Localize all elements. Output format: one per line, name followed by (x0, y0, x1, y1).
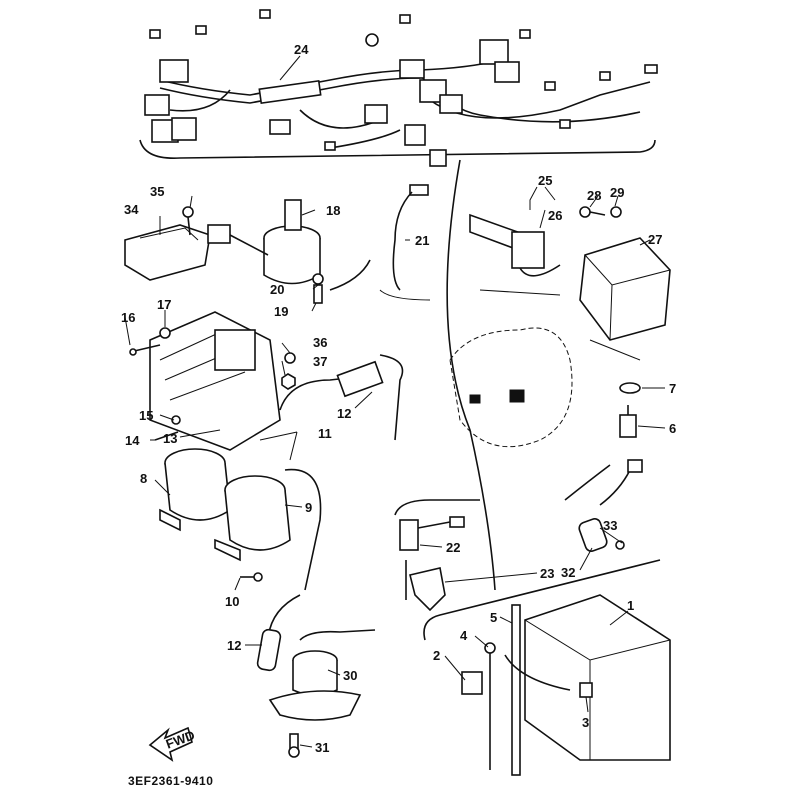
label-4: 4 (460, 628, 468, 643)
label-10: 10 (225, 594, 239, 609)
screw-10 (240, 572, 263, 582)
bolt-16 (129, 344, 161, 356)
nut-37 (281, 373, 296, 390)
label-8: 8 (140, 471, 147, 486)
nut-20 (312, 273, 324, 285)
screw-28 (579, 206, 606, 218)
label-37: 37 (313, 354, 327, 369)
ignition-coil-9 (214, 468, 322, 591)
label-36: 36 (313, 335, 327, 350)
label-19: 19 (274, 304, 288, 319)
leader-lines (124, 55, 666, 748)
label-15: 15 (139, 408, 153, 423)
ignition-group-bracket (329, 259, 371, 291)
bolt-14 (154, 431, 179, 441)
label-32: 32 (561, 565, 575, 580)
washer-17 (159, 327, 171, 339)
label-9: 9 (305, 500, 312, 515)
wire-harness (144, 9, 658, 167)
label-11: 11 (318, 426, 332, 441)
sensor-32 (578, 459, 643, 552)
main-switch (207, 199, 321, 285)
ignition-coil-8 (159, 448, 231, 532)
nut-29 (610, 206, 622, 218)
frame-phantom (449, 327, 573, 448)
rectifier-bracket (564, 464, 611, 501)
sensor-group-bracket (394, 499, 480, 516)
label-6: 6 (669, 421, 676, 436)
screw-35 (182, 206, 194, 236)
label-24: 24 (294, 42, 309, 57)
label-28: 28 (587, 188, 601, 203)
label-35: 35 (150, 184, 164, 199)
relay-bracket (299, 629, 376, 641)
harness-group-bracket (139, 139, 656, 159)
part-labels: 24 35 34 18 21 25 26 28 29 27 20 19 16 1… (121, 42, 676, 755)
label-33: 33 (603, 518, 617, 533)
label-14: 14 (125, 433, 140, 448)
switch-22 (399, 516, 465, 600)
forward-arrow-icon: FWD (148, 726, 197, 762)
label-18: 18 (326, 203, 340, 218)
cdi-unit (124, 224, 211, 281)
label-29: 29 (610, 185, 624, 200)
relay-25 (469, 213, 561, 277)
washer-15 (171, 415, 181, 425)
lead-wire-21 (392, 184, 429, 291)
label-12-upper: 12 (337, 406, 351, 421)
battery-1 (524, 594, 671, 761)
label-7: 7 (669, 381, 676, 396)
label-25: 25 (538, 173, 552, 188)
vent-hose-5 (511, 604, 521, 776)
label-20: 20 (270, 282, 284, 297)
drawing-code: 3EF2361-9410 (128, 774, 213, 788)
label-21: 21 (415, 233, 429, 248)
nut-36 (284, 352, 296, 364)
label-2: 2 (433, 648, 440, 663)
label-23: 23 (540, 566, 554, 581)
plug-cap-12-lower (256, 594, 301, 672)
label-30: 30 (343, 668, 357, 683)
label-26: 26 (548, 208, 562, 223)
label-5: 5 (490, 610, 497, 625)
label-12-lower: 12 (227, 638, 241, 653)
plug-cap-12-upper (279, 360, 384, 411)
label-13: 13 (163, 431, 177, 446)
ignitor-unit-13 (149, 311, 281, 451)
label-27: 27 (648, 232, 662, 247)
label-34: 34 (124, 202, 139, 217)
neutral-switch-6 (619, 405, 637, 438)
label-31: 31 (315, 740, 329, 755)
label-1: 1 (627, 598, 634, 613)
bracket-23 (409, 567, 446, 612)
battery-band-4 (484, 642, 496, 770)
label-3: 3 (582, 715, 589, 730)
coil-group-bracket (379, 354, 404, 441)
label-16: 16 (121, 310, 135, 325)
control-unit-27 (579, 237, 671, 341)
bolt-31 (288, 733, 300, 758)
washer-7 (619, 382, 641, 394)
starter-relay-30 (268, 650, 362, 721)
holder-2 (461, 671, 483, 695)
battery-group-bracket (423, 559, 661, 641)
label-17: 17 (157, 297, 171, 312)
label-22: 22 (446, 540, 460, 555)
center-divider-line (446, 159, 496, 591)
